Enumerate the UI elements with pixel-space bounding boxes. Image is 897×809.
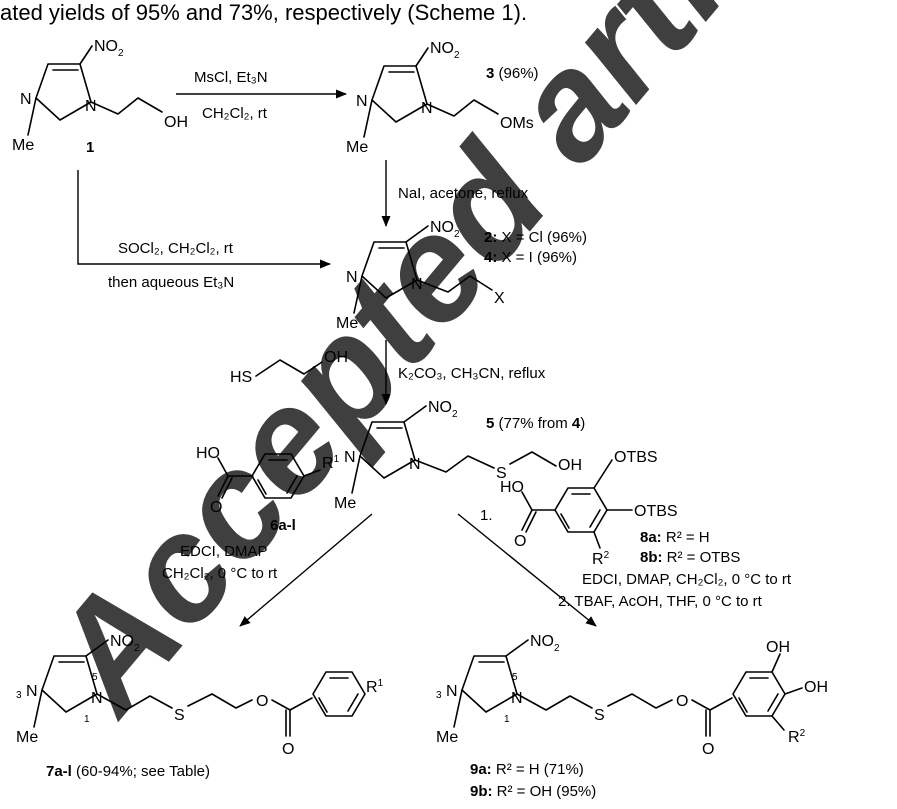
condition-ch2cl2-rt: CH₂Cl₂, rt	[202, 105, 268, 122]
atom-n3: N	[356, 93, 368, 110]
halide-x: X	[494, 290, 505, 307]
atom-n3: N	[344, 449, 356, 466]
atom-n1: N	[91, 690, 103, 707]
compound-7: NO2 N N 5 3 1 S O O Me R1 7a-l (60-94%; …	[16, 633, 384, 780]
otbs-meta: OTBS	[614, 449, 658, 466]
carbonyl-oxygen: O	[210, 499, 222, 516]
condition-mscl: MsCl, Et₃N	[194, 69, 268, 86]
condition-aq-et3n: then aqueous Et₃N	[108, 274, 234, 291]
atom-n3: N	[26, 683, 38, 700]
reagent-mercaptoethanol: HS OH	[230, 349, 348, 386]
ring-number-3: 3	[436, 690, 442, 701]
substituent-r2: R2	[592, 550, 610, 568]
compound-6-label: 6a-l	[270, 517, 296, 534]
condition-ch2cl2-0: CH₂Cl₂, 0 °C to rt	[162, 565, 278, 582]
compound-8b-label: 8b: R² = OTBS	[640, 549, 740, 566]
atom-n3: N	[20, 91, 32, 108]
condition-k2co3: K₂CO₃, CH₃CN, reflux	[398, 365, 546, 382]
atom-n1: N	[411, 276, 423, 293]
ring-number-5: 5	[512, 672, 518, 683]
sulfur-atom: S	[174, 707, 185, 724]
carbonyl-oxygen: O	[514, 533, 526, 550]
ring-number-5: 5	[92, 672, 98, 683]
nitro-group: NO2	[430, 219, 460, 240]
atom-n1: N	[409, 456, 421, 473]
mesylate-group: OMs	[500, 115, 534, 132]
atom-n3: N	[446, 683, 458, 700]
compound-8a-label: 8a: R² = H	[640, 529, 710, 546]
step-1-number: 1.	[480, 507, 493, 524]
carbonyl-oxygen: O	[702, 741, 714, 758]
ester-oxygen: O	[256, 693, 268, 710]
acid-hydroxyl: HO	[500, 479, 524, 496]
substituent-r1: R1	[366, 678, 384, 696]
methyl-group: Me	[334, 495, 356, 512]
ring-number-1: 1	[504, 714, 510, 725]
condition-socl2: SOCl₂, CH₂Cl₂, rt	[118, 240, 234, 257]
atom-n3: N	[346, 269, 358, 286]
ring-number-3: 3	[16, 690, 22, 701]
compound-5: NO2 N N S OH Me 5 (77% from 4)	[334, 399, 585, 512]
hydroxyl-para: OH	[804, 679, 828, 696]
ring-number-1: 1	[84, 714, 90, 725]
compound-1: NO2 N N OH Me 1	[12, 38, 188, 156]
hydroxyl-meta: OH	[766, 639, 790, 656]
methyl-group: Me	[436, 729, 458, 746]
condition-step-1: EDCI, DMAP, CH₂Cl₂, 0 °C to rt	[582, 571, 792, 588]
sulfur-atom: S	[496, 465, 507, 482]
methyl-group: Me	[12, 137, 34, 154]
reagent-8: 1. HO O OTBS OTBS R2 8a: R² = H 8b: R² =…	[480, 449, 740, 568]
ester-oxygen: O	[676, 693, 688, 710]
acid-hydroxyl: HO	[196, 445, 220, 462]
substituent-r2: R2	[788, 728, 806, 746]
substituent-r1: R1	[322, 454, 340, 472]
nitro-group: NO2	[428, 399, 458, 420]
compound-3-label: 3 (96%)	[486, 65, 539, 82]
compound-9: NO2 N N 5 3 1 S O O Me OH OH R2 9a: R² =…	[436, 633, 828, 800]
condition-nai: NaI, acetone, reflux	[398, 185, 529, 202]
compound-1-label: 1	[86, 139, 94, 156]
nitro-group: NO2	[110, 633, 140, 654]
compound-5-label: 5 (77% from 4)	[486, 415, 585, 432]
nitro-group: NO2	[430, 40, 460, 61]
compound-4-label: 4: X = I (96%)	[484, 249, 577, 266]
atom-n1: N	[421, 100, 433, 117]
hydroxyl-group: OH	[324, 349, 348, 366]
compound-7-label: 7a-l (60-94%; see Table)	[46, 763, 210, 780]
otbs-para: OTBS	[634, 503, 678, 520]
atom-n1: N	[85, 98, 97, 115]
nitro-group: NO2	[530, 633, 560, 654]
arrow-5-to-7	[239, 513, 373, 627]
hydroxyl-group: OH	[558, 457, 582, 474]
atom-n1: N	[511, 690, 523, 707]
methyl-group: Me	[336, 315, 358, 332]
compound-2-4: NO2 N N X Me 2: X = Cl (96%) 4: X = I (9…	[336, 219, 587, 332]
hydroxyl-group: OH	[164, 114, 188, 131]
compound-3: NO2 N N OMs Me 3 (96%)	[346, 40, 539, 156]
arrow-5-to-9	[457, 513, 597, 627]
thiol-group: HS	[230, 369, 252, 386]
condition-edci: EDCI, DMAP	[180, 543, 268, 560]
methyl-group: Me	[16, 729, 38, 746]
header-text: ated yields of 95% and 73%, respectively…	[0, 0, 527, 25]
arrow-1-to-2	[77, 170, 331, 269]
sulfur-atom: S	[594, 707, 605, 724]
condition-step-2: 2. TBAF, AcOH, THF, 0 °C to rt	[558, 593, 763, 610]
compound-9b-label: 9b: R² = OH (95%)	[470, 783, 596, 800]
carbonyl-oxygen: O	[282, 741, 294, 758]
compound-2-label: 2: X = Cl (96%)	[484, 229, 587, 246]
compound-9a-label: 9a: R² = H (71%)	[470, 761, 584, 778]
methyl-group: Me	[346, 139, 368, 156]
nitro-group: NO2	[94, 38, 124, 59]
reagent-6: HO O R1 6a-l	[196, 445, 340, 534]
